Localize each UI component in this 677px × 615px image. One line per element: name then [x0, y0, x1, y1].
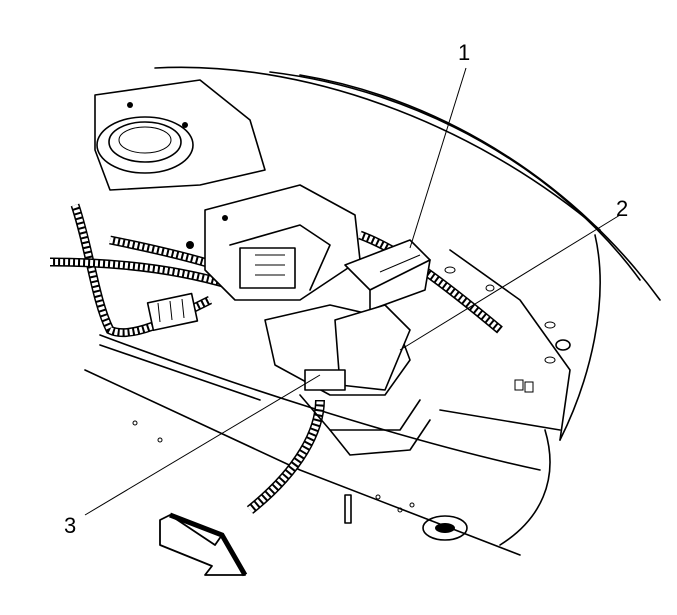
leader-line-3 — [84, 374, 321, 516]
strut-tower — [94, 79, 266, 191]
mounting-bracket — [186, 184, 361, 301]
callout-label-1: 1 — [458, 40, 471, 65]
leader-line-1 — [409, 67, 467, 249]
fender-outline — [154, 66, 661, 546]
component-2-module — [264, 304, 431, 456]
leader-line-2 — [399, 214, 621, 351]
base-panel — [84, 334, 561, 556]
component-1-module — [344, 239, 431, 311]
leader-lines — [84, 67, 621, 516]
harness-connector — [146, 292, 199, 332]
side-panel — [444, 249, 571, 441]
front-direction-arrow-icon — [159, 512, 248, 577]
callout-label-3: 3 — [64, 513, 77, 538]
callout-label-2: 2 — [616, 196, 629, 221]
